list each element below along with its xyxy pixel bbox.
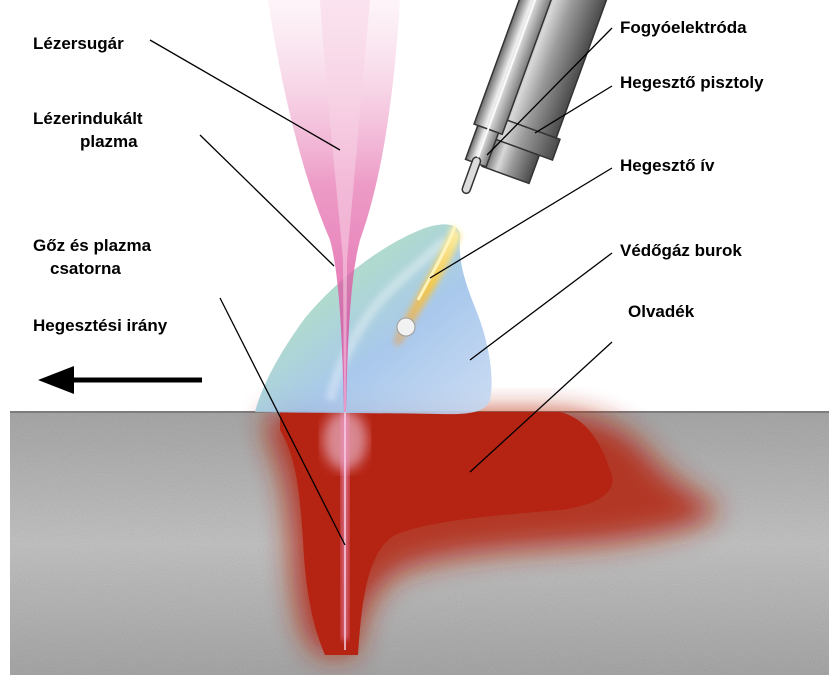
shielding-gas-shroud xyxy=(255,224,492,414)
label-consumable-electrode: Fogyóelektróda xyxy=(620,17,747,39)
filler-droplet xyxy=(397,318,415,336)
welding-gun xyxy=(451,0,634,217)
label-shielding-gas: Védőgáz burok xyxy=(620,240,742,262)
label-laser-plasma-line1: Lézerindukált xyxy=(33,108,143,130)
label-vapour-channel-line1: Gőz és plazma xyxy=(33,235,151,257)
leader-shielding-gas xyxy=(470,253,612,360)
label-welding-gun: Hegesztő pisztoly xyxy=(620,72,764,94)
label-vapour-channel-line2: csatorna xyxy=(50,258,121,280)
label-laser-plasma-line2: plazma xyxy=(80,131,138,153)
label-welding-arc: Hegesztő ív xyxy=(620,155,714,177)
leader-welding-arc xyxy=(430,168,612,278)
label-melt-pool: Olvadék xyxy=(628,301,694,323)
label-welding-direction: Hegesztési irány xyxy=(33,315,167,337)
label-laser-beam: Lézersugár xyxy=(33,33,124,55)
welding-direction-arrow xyxy=(38,366,202,394)
